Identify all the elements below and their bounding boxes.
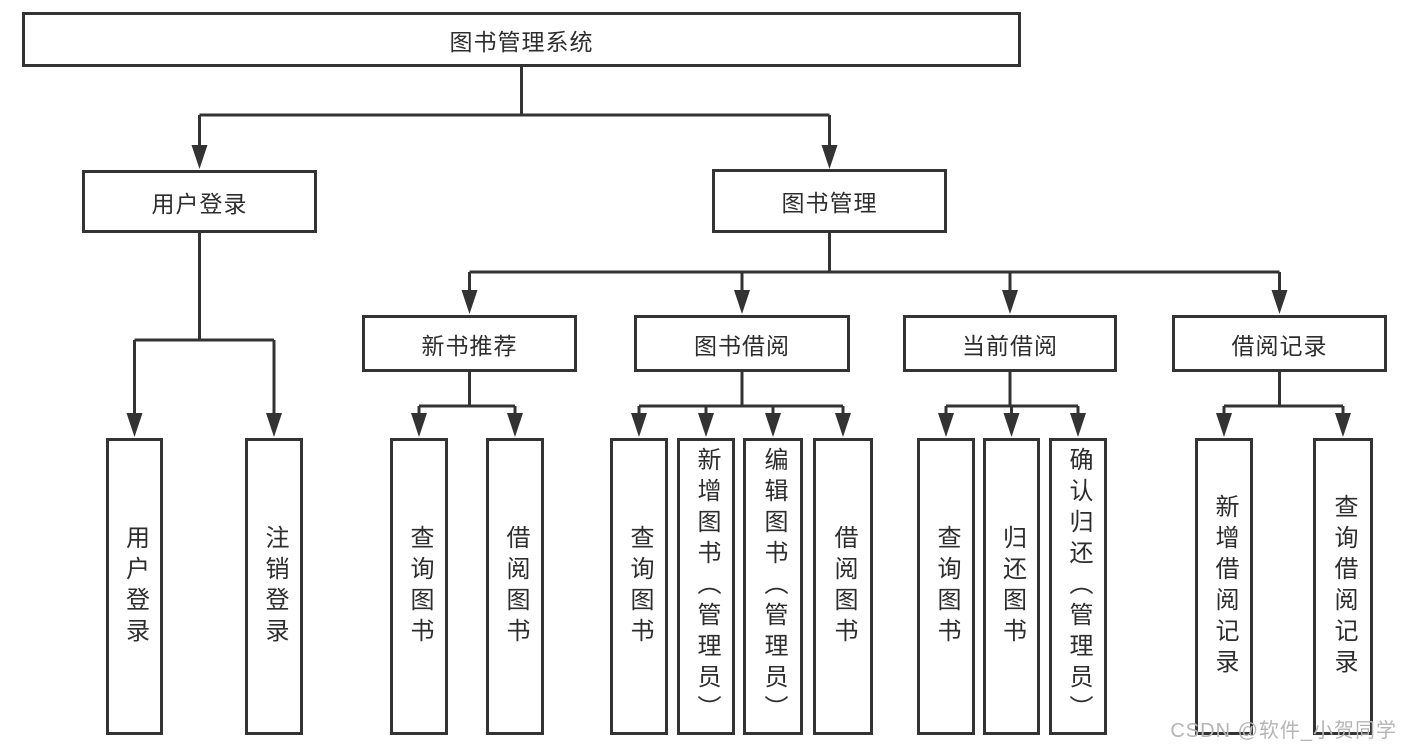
connector-current-borrow-children bbox=[938, 372, 1086, 437]
node-user-login: 用户登录 bbox=[82, 170, 317, 233]
node-root: 图书管理系统 bbox=[22, 12, 1021, 67]
leaf-borrow-edit-books-admin: 编辑图书（管理员） bbox=[743, 438, 803, 735]
leaf-record-query-borrow-record: 查询借阅记录 bbox=[1313, 438, 1373, 735]
node-borrow-record: 借阅记录 bbox=[1172, 315, 1387, 372]
connector-new-book-rec-children bbox=[411, 372, 523, 437]
connector-borrow-record-children bbox=[1216, 372, 1351, 437]
leaf-user-login: 用户登录 bbox=[106, 438, 163, 735]
connector-user-login-children bbox=[126, 233, 282, 437]
leaf-logout-login: 注销登录 bbox=[245, 438, 303, 735]
node-book-mgmt: 图书管理 bbox=[712, 169, 947, 233]
leaf-borrow-borrow-books: 借阅图书 bbox=[813, 438, 873, 735]
connector-root-to-level2 bbox=[191, 65, 838, 169]
csdn-watermark: CSDN @软件_小贺同学 bbox=[1170, 720, 1397, 742]
leaf-current-confirm-return-admin: 确认归还（管理员） bbox=[1049, 438, 1107, 735]
leaf-current-query-books: 查询图书 bbox=[917, 438, 975, 735]
leaf-newbook-query-books: 查询图书 bbox=[390, 438, 448, 735]
leaf-record-add-borrow-record: 新增借阅记录 bbox=[1195, 438, 1253, 735]
connector-book-borrow-children bbox=[631, 372, 851, 437]
leaf-borrow-add-books-admin: 新增图书（管理员） bbox=[677, 438, 735, 735]
node-book-borrow: 图书借阅 bbox=[634, 315, 850, 372]
node-current-borrow: 当前借阅 bbox=[903, 315, 1117, 372]
connector-book-mgmt-children bbox=[461, 233, 1288, 314]
leaf-newbook-borrow-books: 借阅图书 bbox=[486, 438, 544, 735]
leaf-borrow-query-books: 查询图书 bbox=[610, 438, 668, 735]
node-new-book-rec: 新书推荐 bbox=[362, 315, 577, 372]
leaf-current-return-books: 归还图书 bbox=[983, 438, 1040, 735]
